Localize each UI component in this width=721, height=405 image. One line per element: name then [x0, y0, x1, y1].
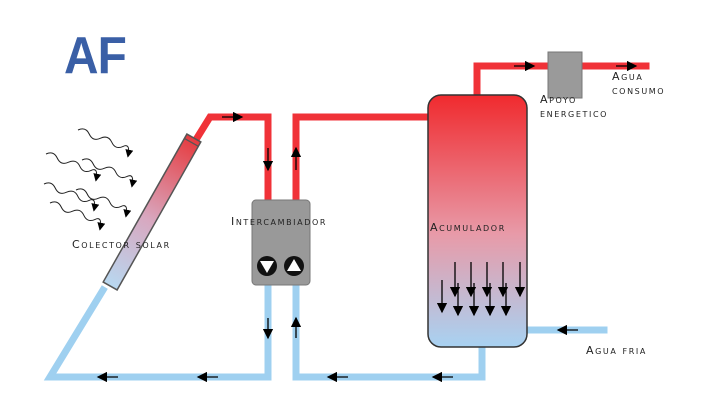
accumulator-outlet-pipe — [473, 62, 552, 101]
collector-label: Colector solar — [72, 238, 171, 251]
pump-up-icon — [284, 256, 304, 276]
collector-flow-pipe — [192, 113, 272, 204]
exchanger-label: Intercambiador — [231, 215, 328, 228]
sun-rays-icon — [43, 128, 138, 231]
logo: AF — [64, 27, 127, 85]
consumption-label-line2: consumo — [612, 84, 666, 97]
accumulator-tank — [427, 94, 528, 348]
collector-return-pipe — [43, 281, 272, 381]
support-label-line2: energetico — [540, 107, 609, 120]
cold-water-label: Agua fria — [586, 344, 647, 357]
flow-arrows — [96, 60, 638, 383]
stratification-arrows — [436, 262, 526, 317]
exchanger-to-accumulator-pipe — [292, 113, 434, 204]
pump-down-icon — [257, 256, 277, 276]
accumulator-label: Acumulador — [430, 221, 506, 234]
solar-collector — [102, 133, 202, 291]
support-label-line1: Apoyo — [540, 93, 577, 106]
consumption-label-line1: Agua — [612, 70, 644, 83]
energy-support-unit — [547, 51, 583, 99]
